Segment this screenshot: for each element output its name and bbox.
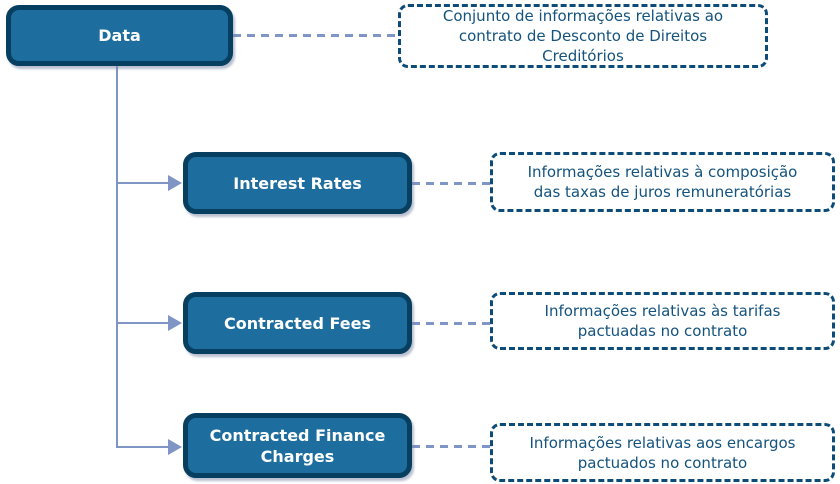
node-contracted-fees: Contracted Fees [183, 292, 412, 354]
dashed-link-contracted-finance-charges [412, 445, 490, 448]
node-contracted-finance-charges-label: Contracted Finance Charges [209, 425, 386, 466]
annotation-data: Conjunto de informações relativas ao con… [398, 4, 768, 68]
annotation-contracted-finance-charges-text: Informações relativas aos encargos pactu… [529, 433, 796, 472]
annotation-interest-rates: Informações relativas à composição das t… [490, 152, 835, 212]
node-contracted-fees-label: Contracted Fees [224, 313, 371, 333]
dashed-link-interest-rates [412, 182, 490, 185]
node-interest-rates-label: Interest Rates [233, 173, 362, 193]
annotation-contracted-fees: Informações relativas às tarifas pactuad… [490, 292, 835, 350]
arrowhead-icon [168, 175, 182, 191]
annotation-data-text: Conjunto de informações relativas ao con… [442, 7, 724, 65]
node-data-label: Data [98, 26, 141, 45]
annotation-interest-rates-text: Informações relativas à composição das t… [527, 163, 798, 201]
node-contracted-finance-charges: Contracted Finance Charges [183, 413, 412, 478]
tree-vertical-line [116, 66, 118, 448]
dashed-link-data [233, 34, 398, 37]
node-interest-rates: Interest Rates [183, 152, 412, 214]
dashed-link-contracted-fees [412, 322, 490, 325]
annotation-contracted-fees-text: Informações relativas às tarifas pactuad… [544, 302, 781, 340]
annotation-contracted-finance-charges: Informações relativas aos encargos pactu… [490, 423, 835, 482]
arrowhead-icon [168, 315, 182, 331]
branch-line-contracted-fees [117, 322, 169, 324]
arrowhead-icon [168, 439, 182, 455]
branch-line-interest-rates [117, 182, 169, 184]
node-data: Data [6, 5, 233, 66]
branch-line-contracted-finance-charges [117, 446, 169, 448]
